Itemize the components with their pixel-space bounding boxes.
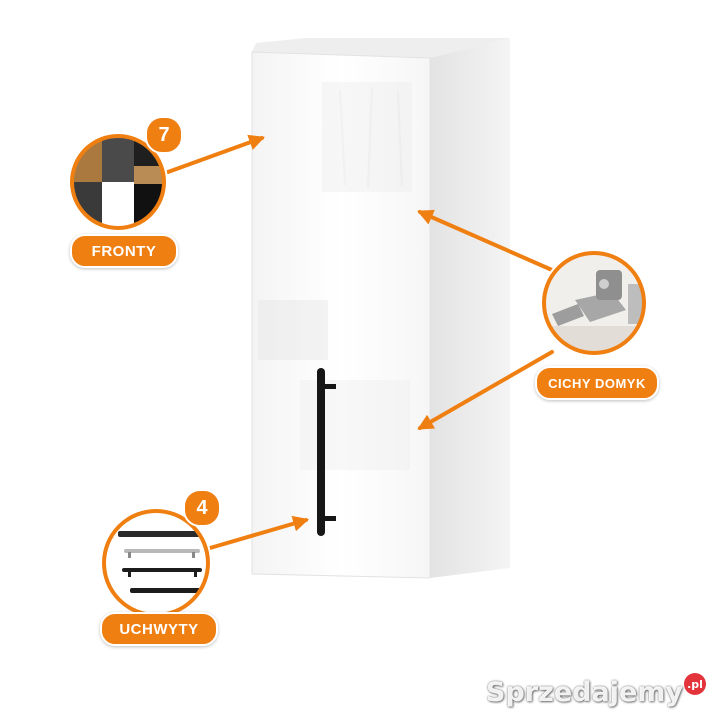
watermark-logo: Sprzedajemy .pl [486,673,706,708]
cabinet-door [251,51,431,579]
callout-arrows [166,134,554,550]
cabinet [251,38,510,579]
hinge-label: CICHY DOMYK [535,366,659,400]
hinge-photo [540,249,648,357]
arrow-to-upper-hinge [417,209,554,272]
watermark-suffix: .pl [684,673,706,695]
watermark-text: Sprzedajemy [486,677,683,708]
arrow-to-handle [208,515,310,550]
arrow-to-lower-hinge [417,350,554,430]
handle-options [100,507,212,619]
fronts-label: FRONTY [70,234,178,268]
fronts-count-badge: 7 [145,116,183,154]
handles-label: UCHWYTY [100,612,218,646]
arrow-to-front [166,134,266,174]
cabinet-top [252,38,510,58]
door-handle [317,368,336,536]
handles-count-badge: 4 [183,489,221,527]
cabinet-side [430,38,510,578]
